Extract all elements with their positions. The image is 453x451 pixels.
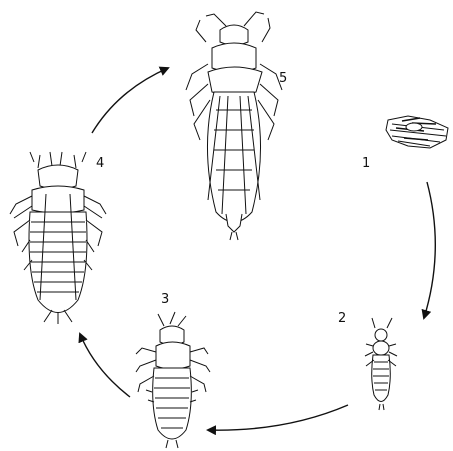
stage-label-5: 5 [279,71,287,86]
cycle-arrow-1-to-2 [424,182,435,318]
first-instar-larva-illustration [365,318,397,410]
second-instar-larva-illustration [136,312,210,448]
pupa-illustration [10,152,106,324]
stage-label-3: 3 [161,292,169,307]
egg-illustration [386,116,448,148]
stage-label-2: 2 [338,311,346,326]
cycle-arrow-3-to-4 [80,334,130,397]
cycle-arrow-4-to-5 [92,68,168,133]
cycle-arrow-2-to-3 [208,405,348,430]
stage-label-4: 4 [96,156,104,171]
stage-label-1: 1 [362,156,370,171]
adult-illustration [186,12,282,240]
